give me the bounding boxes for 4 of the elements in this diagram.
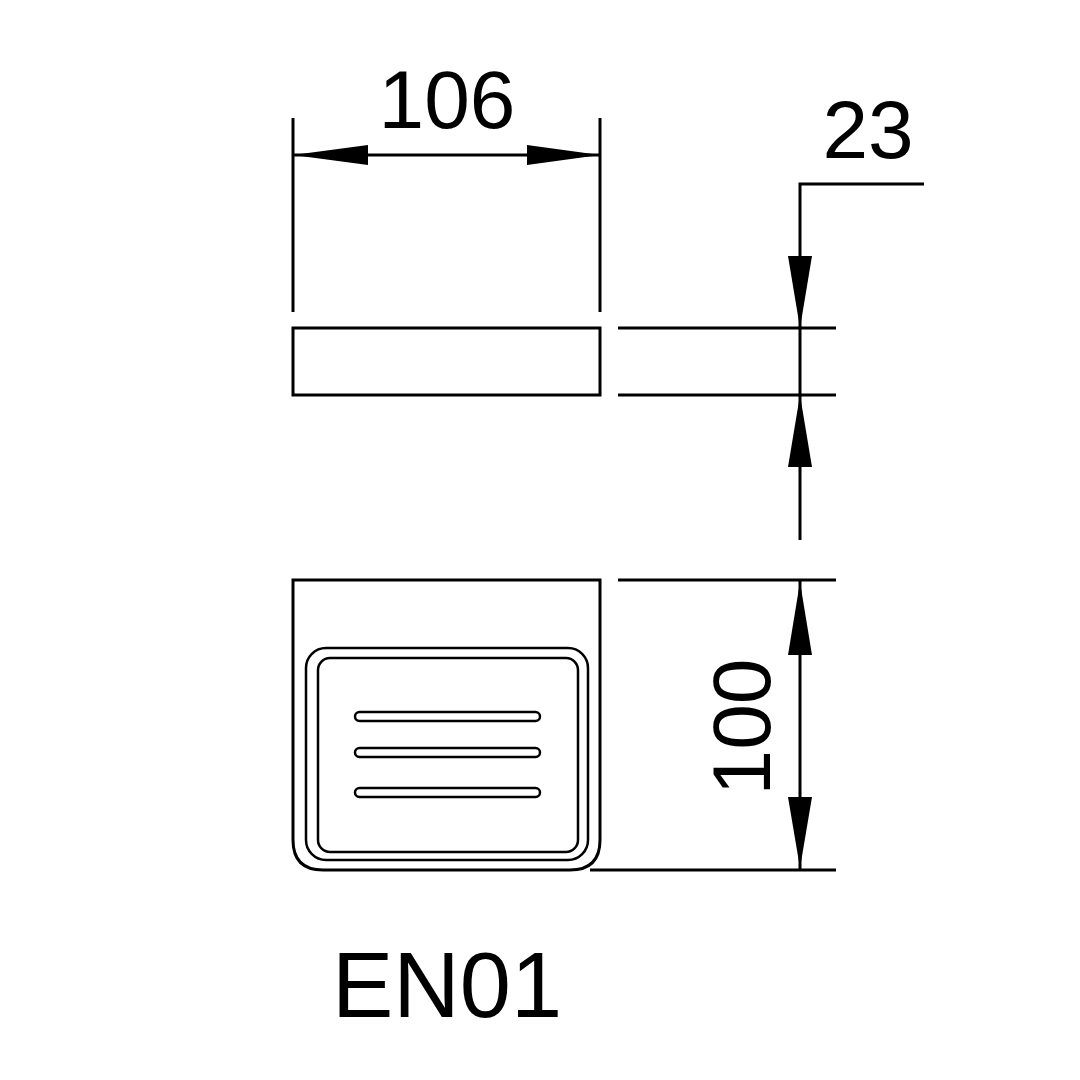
- dimension-label: 23: [822, 89, 914, 171]
- dimension-label: 100: [701, 658, 783, 796]
- model-number: EN01: [331, 939, 563, 1031]
- dimension-label: 106: [378, 59, 516, 141]
